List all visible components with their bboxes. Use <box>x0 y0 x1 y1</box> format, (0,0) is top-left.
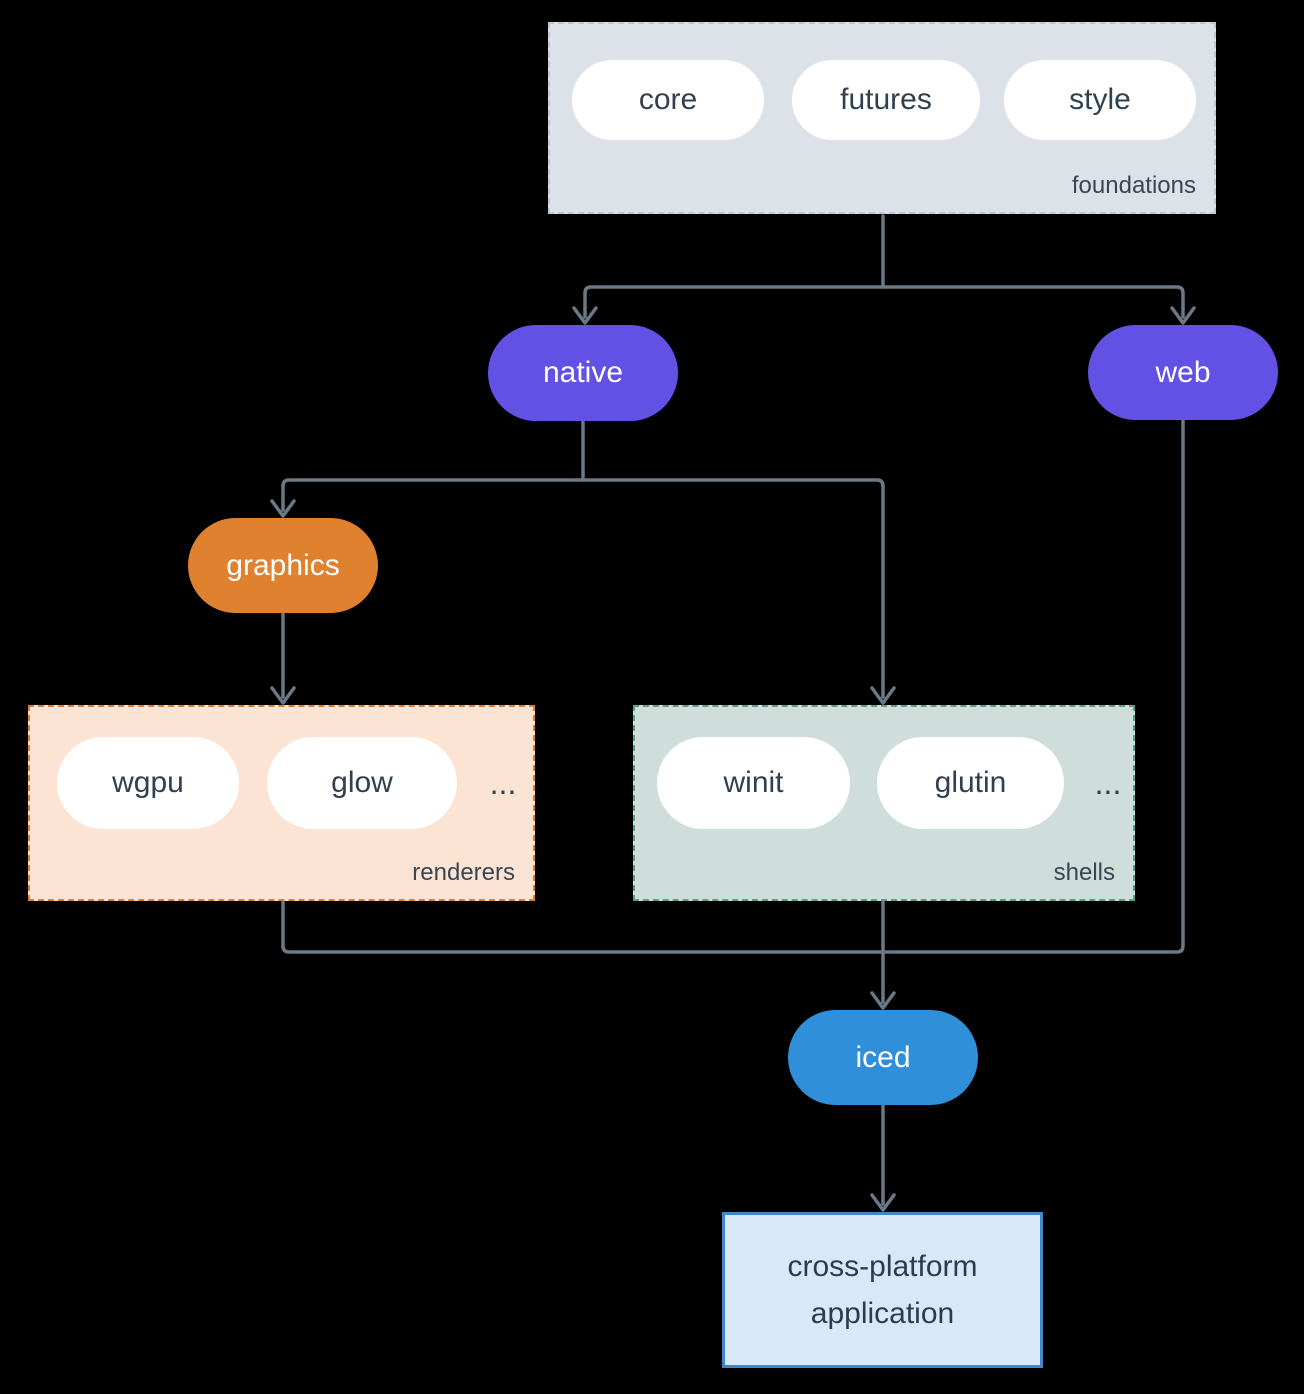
node-glow-label: glow <box>331 766 393 799</box>
arrowhead-web <box>1170 306 1196 325</box>
node-wgpu: wgpu <box>57 737 239 829</box>
shells-ellipsis: ... <box>1094 764 1122 801</box>
arrowhead-iced <box>870 991 896 1010</box>
arrow-foundations-web <box>881 285 1185 319</box>
group-shells-label: shells <box>1053 859 1115 886</box>
node-style-label: style <box>1069 83 1131 116</box>
group-renderers: wgpu glow ... renderers <box>28 705 535 901</box>
node-futures: futures <box>792 60 980 140</box>
arrowhead-renderers <box>270 686 296 705</box>
renderers-ellipsis: ... <box>489 764 517 801</box>
node-wgpu-label: wgpu <box>112 766 184 799</box>
node-glow: glow <box>267 737 457 829</box>
node-iced-label: iced <box>855 1040 911 1074</box>
arrow-native-graphics <box>281 478 585 512</box>
group-foundations: core futures style foundations <box>548 22 1216 214</box>
arrowhead-native <box>572 306 598 325</box>
arrow-foundations-native <box>583 285 885 319</box>
node-native: native <box>488 325 678 421</box>
node-glutin: glutin <box>877 737 1064 829</box>
node-native-label: native <box>542 356 624 389</box>
node-web-label: web <box>1155 355 1211 389</box>
arrow-native-shells <box>581 478 885 699</box>
node-graphics: graphics <box>188 518 378 613</box>
node-style: style <box>1004 60 1196 140</box>
application-label-line1: cross-platform <box>787 1250 978 1283</box>
node-cross-platform-application: cross-platform application <box>722 1212 1043 1368</box>
arrow-renderers-merge <box>281 900 885 954</box>
node-web: web <box>1088 325 1278 420</box>
node-winit-label: winit <box>723 766 784 799</box>
node-core: core <box>572 60 764 140</box>
group-renderers-label: renderers <box>412 859 515 886</box>
group-foundations-label: foundations <box>1071 172 1196 199</box>
node-glutin-label: glutin <box>934 766 1007 799</box>
arrowhead-application <box>870 1193 896 1212</box>
arrowhead-graphics <box>270 499 296 518</box>
arrow-web-merge <box>881 419 1185 954</box>
node-futures-label: futures <box>840 83 932 116</box>
node-graphics-label: graphics <box>226 548 340 582</box>
node-core-label: core <box>638 83 698 116</box>
application-label-line2: application <box>810 1297 955 1330</box>
node-winit: winit <box>657 737 850 829</box>
group-shells: winit glutin ... shells <box>633 705 1135 901</box>
node-iced: iced <box>788 1010 978 1105</box>
arrowhead-shells <box>870 686 896 705</box>
